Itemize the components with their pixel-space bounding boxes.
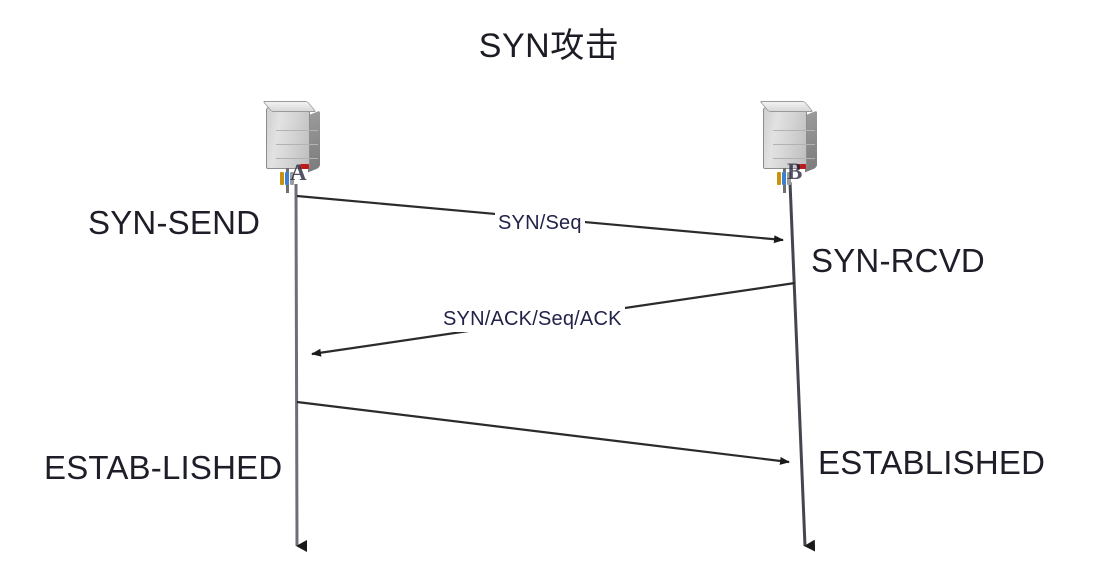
server-tower-icon [266,107,318,169]
tower-seam [773,144,815,145]
state-label-estab-lished: ESTAB-LISHED [44,449,283,486]
tower-seam [276,130,318,131]
message-label-syn-ack-seq-ack: SYN/ACK/Seq/ACK [440,307,625,332]
server-tower-top [262,101,317,112]
lifeline-b [788,181,816,552]
server-tower-icon [763,107,815,169]
participant-a-label: A [290,160,307,185]
participant-a-node [258,101,334,193]
plug-icon [280,171,295,187]
tower-seam [276,158,318,159]
tower-seam [773,158,815,159]
participant-b-node [755,101,831,193]
tower-seam [773,130,815,131]
server-tower-top [759,101,814,112]
message-arrow-3 [296,400,790,465]
diagram-title: SYN攻击 [478,27,620,65]
plug-icon [777,171,792,187]
lifeline-a [294,183,308,552]
message-label-syn-seq: SYN/Seq [495,211,585,236]
power-led-icon [300,164,309,169]
participant-b-label: B [787,159,803,184]
power-led-icon [797,164,806,169]
state-label-established: ESTABLISHED [818,444,1046,481]
tower-seam [276,144,318,145]
state-label-syn-rcvd: SYN-RCVD [811,242,985,279]
state-label-syn-send: SYN-SEND [88,204,261,241]
